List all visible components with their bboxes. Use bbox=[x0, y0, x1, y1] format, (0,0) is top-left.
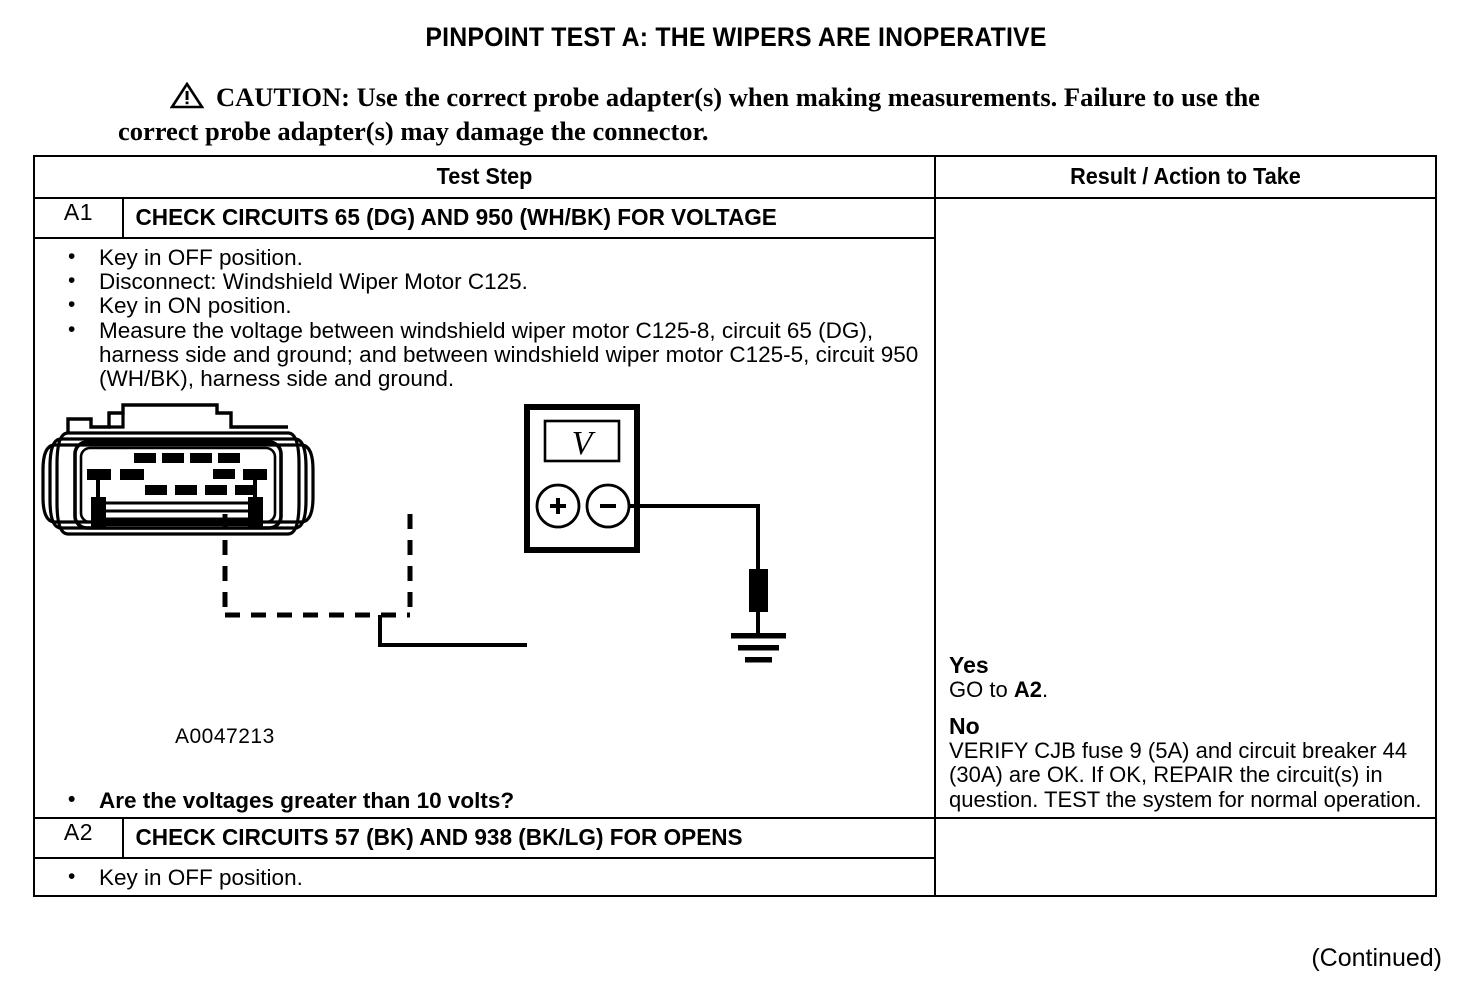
result-label-no: No bbox=[949, 712, 980, 739]
caution-text: CAUTION: Use the correct probe adapter(s… bbox=[118, 82, 1260, 146]
question-list-a1: Are the voltages greater than 10 volts? bbox=[35, 788, 926, 813]
ground-probe-body bbox=[749, 569, 768, 613]
step-heading-a2: CHECK CIRCUITS 57 (BK) AND 938 (BK/LG) F… bbox=[121, 817, 937, 860]
column-header-result-action: Result / Action to Take bbox=[934, 155, 1438, 199]
list-item: Key in ON position. bbox=[35, 293, 926, 318]
instruction-list-a2: Key in OFF position. bbox=[35, 865, 926, 890]
result-goto-a2: A2 bbox=[1013, 677, 1042, 703]
result-cell-a2 bbox=[934, 817, 1438, 897]
step-body-a2: Key in OFF position. bbox=[32, 857, 937, 897]
ground-symbol bbox=[731, 569, 786, 663]
spacer bbox=[949, 703, 1429, 714]
meter-display-value: V bbox=[572, 425, 597, 462]
step-body-content: Key in OFF position. bbox=[35, 859, 934, 894]
warning-triangle-icon bbox=[144, 81, 205, 116]
continued-label: (Continued) bbox=[1311, 944, 1442, 972]
page-title: PINPOINT TEST A: THE WIPERS ARE INOPERAT… bbox=[425, 22, 1047, 52]
ground-lead-wire bbox=[629, 504, 760, 576]
multimeter-graphic: V bbox=[524, 404, 640, 554]
result-text-no: VERIFY CJB fuse 9 (5A) and circuit break… bbox=[949, 737, 1422, 812]
table-header-row: Test Step Result / Action to Take bbox=[32, 155, 1438, 199]
instruction-list-a1: Key in OFF position. Disconnect: Windshi… bbox=[35, 245, 926, 392]
list-item: Key in OFF position. bbox=[35, 245, 926, 270]
table-row: Key in OFF position. bbox=[32, 857, 1436, 897]
table-row: Key in OFF position. Disconnect: Windshi… bbox=[32, 236, 1436, 820]
step-heading-a1: CHECK CIRCUITS 65 (DG) AND 950 (WH/BK) F… bbox=[121, 197, 937, 239]
list-item: Key in OFF position. bbox=[35, 865, 926, 890]
meter-display-frame bbox=[543, 419, 621, 463]
result-label-yes: Yes bbox=[949, 652, 989, 679]
test-diagram-a1: V bbox=[35, 397, 926, 789]
table-row: A1 CHECK CIRCUITS 65 (DG) AND 950 (WH/BK… bbox=[33, 196, 1438, 820]
step-id-a2: A2 bbox=[33, 817, 124, 860]
list-item: Are the voltages greater than 10 volts? bbox=[35, 788, 926, 813]
meter-positive-terminal bbox=[535, 483, 581, 529]
result-text-yes: GO to A2. bbox=[949, 677, 1049, 703]
pinpoint-test-table: Test Step Result / Action to Take A1 CHE… bbox=[32, 155, 1438, 897]
connector-pins bbox=[87, 453, 267, 496]
list-item: Disconnect: Windshield Wiper Motor C125. bbox=[35, 269, 926, 294]
step-body-a1: Key in OFF position. Disconnect: Windshi… bbox=[32, 236, 937, 820]
connector-c125-graphic bbox=[41, 403, 315, 536]
meter-positive-lead bbox=[378, 615, 527, 648]
list-item: Measure the voltage between windshield w… bbox=[35, 318, 926, 392]
result-cell-a1: Yes GO to A2. No VERIFY CJB fuse 9 (5A) … bbox=[934, 196, 1438, 820]
result-content-a1: Yes GO to A2. No VERIFY CJB fuse 9 (5A) … bbox=[949, 653, 1429, 812]
connector-meter-schematic: V bbox=[41, 403, 786, 663]
figure-id: A0047213 bbox=[175, 725, 275, 749]
caution-notice: CAUTION: Use the correct probe adapter(s… bbox=[118, 81, 1333, 147]
step-id-a1: A1 bbox=[33, 197, 124, 239]
table-row: A2 CHECK CIRCUITS 57 (BK) AND 938 (BK/LG… bbox=[33, 817, 1438, 897]
column-header-test-step: Test Step bbox=[32, 155, 937, 199]
step-body-content: Key in OFF position. Disconnect: Windshi… bbox=[35, 239, 934, 817]
test-lead-wires bbox=[222, 514, 413, 618]
